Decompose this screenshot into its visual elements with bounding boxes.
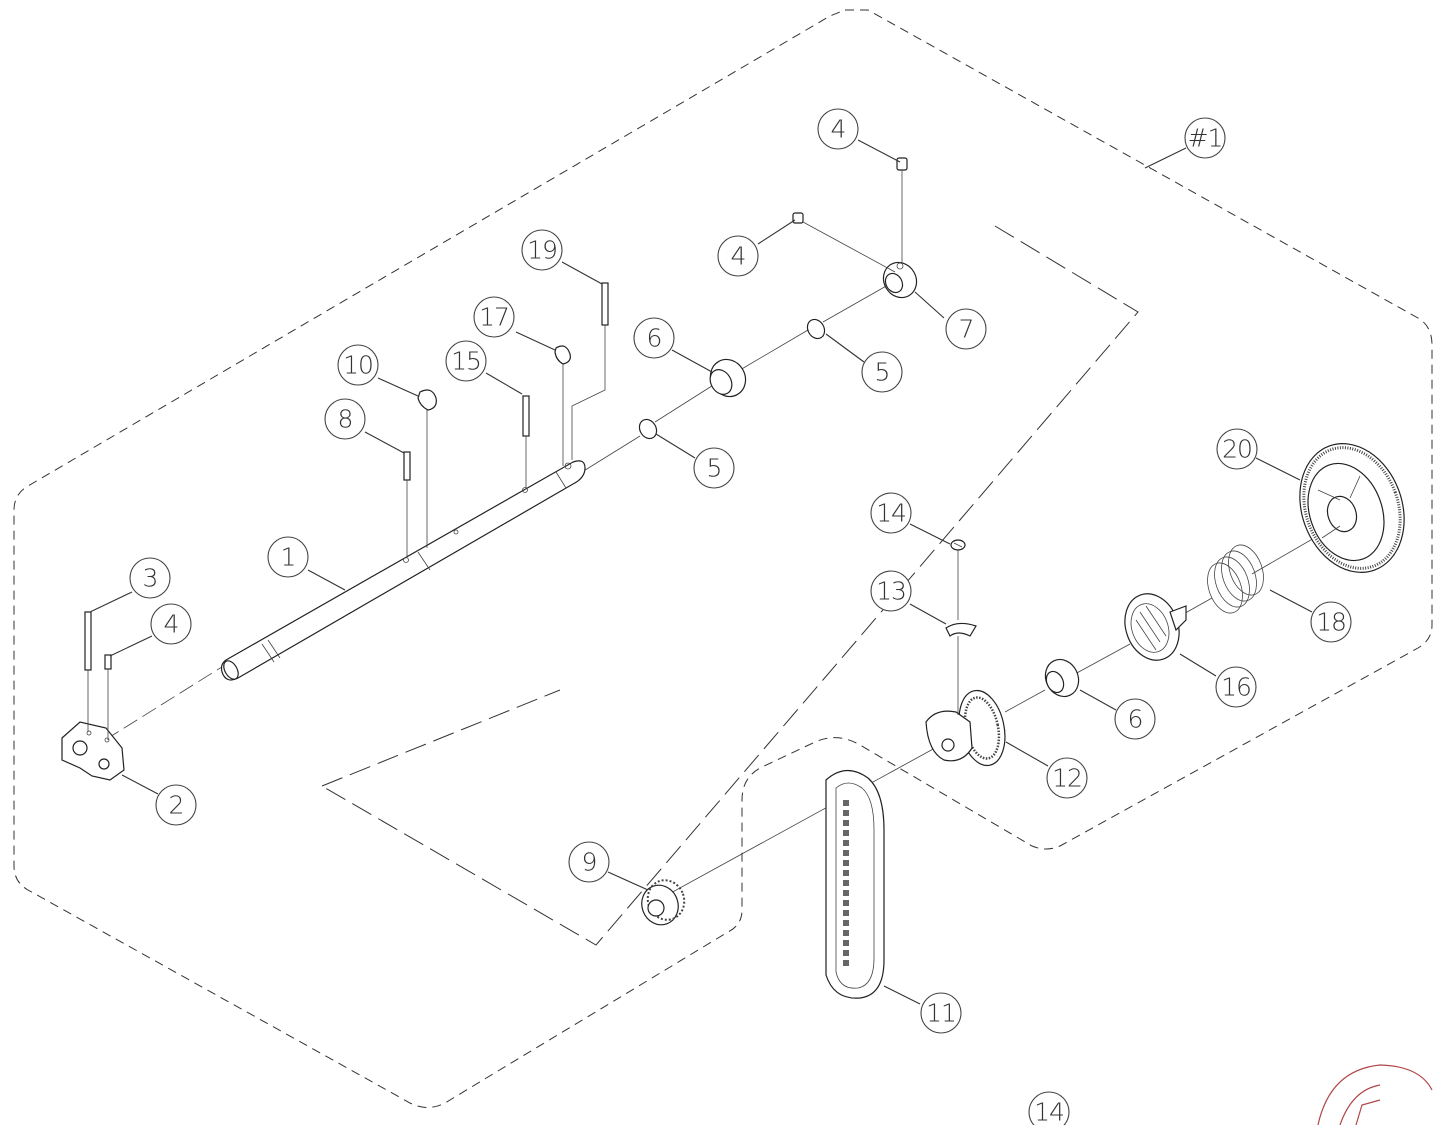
pin-part-15 <box>522 395 530 488</box>
svg-text:12: 12 <box>1052 764 1082 793</box>
screw-part-14 <box>950 539 966 620</box>
svg-text:4: 4 <box>164 610 179 639</box>
callout-11: 11 <box>920 992 962 1034</box>
callout-9: 9 <box>568 841 610 883</box>
drive-axis-line-1 <box>657 747 936 901</box>
spring-part-18 <box>1207 544 1264 614</box>
callout-8: 8 <box>324 398 366 440</box>
pulley-part-9 <box>641 879 686 926</box>
svg-text:19: 19 <box>527 236 557 265</box>
svg-text:8: 8 <box>338 405 353 434</box>
screw-part-4-side <box>792 212 896 273</box>
shaft-axis-line <box>104 664 226 741</box>
bearing-part-6-upper <box>709 358 747 398</box>
callout-17: 17 <box>473 296 515 338</box>
collar-part-7 <box>882 261 918 299</box>
callout-7: 7 <box>945 308 987 350</box>
svg-text:16: 16 <box>1221 673 1251 702</box>
drive-axis-line-2 <box>1004 689 1046 713</box>
svg-text:14: 14 <box>1034 1098 1064 1125</box>
callout-assembly: #1 <box>1184 117 1226 159</box>
shaft-subassembly-boundary <box>321 225 1139 946</box>
pin-part-3 <box>84 611 92 732</box>
svg-text:20: 20 <box>1222 435 1252 464</box>
svg-text:4: 4 <box>731 242 746 271</box>
callout-4-left: 4 <box>150 603 192 645</box>
cam-part-12 <box>925 689 1006 767</box>
shaft-axis-line-3 <box>654 383 716 423</box>
pin-part-19 <box>571 282 609 460</box>
hub-part-16 <box>1124 593 1187 661</box>
callout-10: 10 <box>337 344 379 386</box>
shaft-subassembly-boundary-top <box>321 689 561 787</box>
callout-19: 19 <box>521 229 563 271</box>
callout-15: 15 <box>445 340 487 382</box>
callout-14: 14 <box>870 492 912 534</box>
callout-5-upper: 5 <box>861 351 903 393</box>
svg-text:1: 1 <box>281 543 296 572</box>
shaft-part-1 <box>220 460 586 681</box>
svg-text:14: 14 <box>876 499 906 528</box>
washer-part-5-lower <box>638 418 658 440</box>
leader-lines <box>89 139 1313 1005</box>
callout-6-lower: 6 <box>1114 698 1156 740</box>
crank-part-2 <box>61 721 125 781</box>
svg-text:7: 7 <box>959 315 974 344</box>
callout-6-upper: 6 <box>633 317 675 359</box>
pin-part-8 <box>403 451 411 556</box>
e-ring-part-17 <box>554 345 571 466</box>
callout-3: 3 <box>129 557 171 599</box>
partial-red-pulley <box>1317 1064 1433 1125</box>
svg-text:5: 5 <box>707 454 722 483</box>
pulley-part-20 <box>1299 443 1405 573</box>
callout-1: 1 <box>267 536 309 578</box>
svg-text:5: 5 <box>875 358 890 387</box>
svg-text:2: 2 <box>169 791 184 820</box>
svg-text:17: 17 <box>479 303 509 332</box>
washer-part-5-upper <box>806 318 826 340</box>
svg-text:10: 10 <box>343 351 373 380</box>
svg-text:6: 6 <box>1128 705 1143 734</box>
clip-part-13 <box>945 622 977 715</box>
callout-5-lower: 5 <box>693 447 735 489</box>
svg-text:15: 15 <box>451 347 481 376</box>
svg-text:6: 6 <box>647 324 662 353</box>
callout-12: 12 <box>1046 757 1088 799</box>
screw-part-4-left <box>104 654 112 740</box>
callout-4-side: 4 <box>717 235 759 277</box>
svg-text:9: 9 <box>582 848 597 877</box>
drive-axis-line-3 <box>1074 643 1131 675</box>
svg-text:#1: #1 <box>1188 124 1223 153</box>
svg-text:13: 13 <box>876 577 906 606</box>
e-ring-part-10 <box>417 389 437 548</box>
belt-part-11 <box>825 769 885 999</box>
svg-text:11: 11 <box>926 999 956 1028</box>
shaft-axis-line-4 <box>739 329 809 371</box>
screw-part-4-top <box>896 157 908 264</box>
callout-14-partial: 14 <box>1028 1091 1070 1125</box>
shaft-axis-line-2 <box>581 435 641 473</box>
callout-18: 18 <box>1310 601 1352 643</box>
shaft-axis-line-5 <box>822 284 889 323</box>
callout-4-top: 4 <box>817 108 859 150</box>
assembly-boundary <box>13 9 1433 1108</box>
svg-text:3: 3 <box>143 564 158 593</box>
svg-text:4: 4 <box>831 115 846 144</box>
svg-text:18: 18 <box>1316 608 1346 637</box>
callout-13: 13 <box>870 570 912 612</box>
callout-2: 2 <box>155 784 197 826</box>
callout-20: 20 <box>1216 428 1258 470</box>
bearing-part-6-lower <box>1044 658 1080 698</box>
callout-16: 16 <box>1215 666 1257 708</box>
